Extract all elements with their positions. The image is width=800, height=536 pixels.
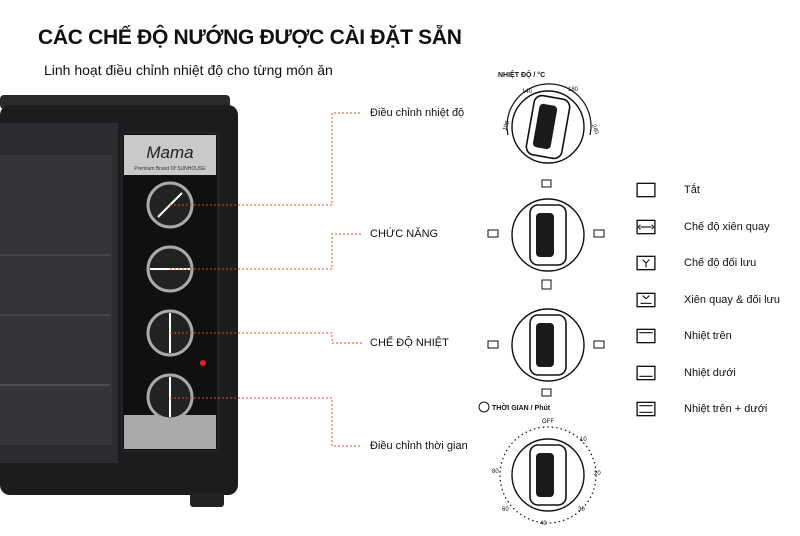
timer-dial: THỜI GIAN / Phút OFF 10 20 30 40 60 80 xyxy=(478,401,601,527)
callout-temperature: Điều chỉnh nhiệt độ xyxy=(370,107,465,119)
callout-line-timer xyxy=(170,397,362,447)
timer-tick-label: 30 xyxy=(578,507,585,513)
timer-tick-label: 40 xyxy=(540,521,547,527)
function-dial xyxy=(487,198,605,290)
off-mode-icon xyxy=(636,182,656,198)
legend-label: Xiên quay & đối lưu xyxy=(684,293,781,306)
timer-tick-label: 60 xyxy=(502,507,509,513)
legend-item: Chế độ xiên quay xyxy=(636,209,796,246)
rotisserie-icon xyxy=(636,219,656,235)
oven-window xyxy=(0,155,112,445)
legend-item: Nhiệt trên xyxy=(636,318,796,355)
temperature-tick-label: 140 xyxy=(522,89,533,95)
convection-fan-icon xyxy=(636,255,656,271)
callout-timer: Điều chỉnh thời gian xyxy=(370,440,468,452)
heat-mode-dial xyxy=(487,308,605,397)
legend-item: Tắt xyxy=(636,172,796,209)
legend-item: Xiên quay & đối lưu xyxy=(636,282,796,319)
timer-dial-label: THỜI GIAN / Phút xyxy=(492,403,551,412)
callout-line-heat xyxy=(170,332,362,344)
top-bottom-heat-icon xyxy=(636,401,656,417)
steel-strip xyxy=(124,415,216,449)
brand-logo: Mama xyxy=(146,143,193,162)
temperature-scale-arc xyxy=(506,83,592,136)
oven-foot xyxy=(190,493,224,507)
off-mode-icon xyxy=(541,179,552,188)
timer-tick-label: 10 xyxy=(580,437,587,443)
temperature-dial: NHIỆT ĐỘ / °C 100 140 180 240 xyxy=(498,70,599,164)
top-heat-icon xyxy=(636,328,656,344)
bottom-heat-icon xyxy=(636,365,656,381)
brand-plate xyxy=(124,135,216,175)
callout-heat-mode: CHẾ ĐỘ NHIỆT xyxy=(370,337,449,349)
brand-tagline: Premium Brand Of SUNHOUSE xyxy=(134,166,206,172)
page-subtitle: Linh hoạt điều chỉnh nhiệt độ cho từng m… xyxy=(44,62,333,78)
rotisserie-icon xyxy=(593,229,605,238)
legend-label: Nhiệt trên xyxy=(684,330,732,343)
legend-label: Nhiệt trên + dưới xyxy=(684,403,768,416)
rotisserie-convection-icon xyxy=(541,279,552,290)
callout-function: CHỨC NĂNG xyxy=(370,228,439,240)
legend-label: Nhiệt dưới xyxy=(684,366,736,379)
legend-item: Chế độ đối lưu xyxy=(636,245,796,282)
callout-line-function xyxy=(170,233,362,270)
rotisserie-convection-icon xyxy=(636,292,656,308)
temperature-dial-label: NHIỆT ĐỘ / °C xyxy=(498,70,545,79)
convection-fan-icon xyxy=(487,229,499,238)
legend-label: Chế độ đối lưu xyxy=(684,257,757,270)
legend-item: Nhiệt dưới xyxy=(636,355,796,392)
clock-icon xyxy=(478,401,490,413)
callout-line-temperature xyxy=(170,112,362,206)
panel-knob-timer xyxy=(146,373,194,421)
top-bottom-heat-icon xyxy=(541,388,552,397)
page-title: CÁC CHẾ ĐỘ NƯỚNG ĐƯỢC CÀI ĐẶT SẴN xyxy=(38,26,462,49)
power-indicator-light xyxy=(200,360,206,366)
legend-item: Nhiệt trên + dưới xyxy=(636,391,796,428)
dial-diagrams: NHIỆT ĐỘ / °C 100 140 180 240 THỜI GIAN … xyxy=(478,70,605,527)
temperature-tick-label: 100 xyxy=(502,120,511,132)
timer-tick-label: 20 xyxy=(594,471,601,477)
timer-tick-label: OFF xyxy=(542,419,554,425)
legend-label: Chế độ xiên quay xyxy=(684,220,770,233)
temperature-tick-label: 180 xyxy=(568,87,579,93)
top-heat-icon xyxy=(487,340,499,349)
legend-label: Tắt xyxy=(684,184,700,197)
bottom-heat-icon xyxy=(593,340,605,349)
timer-tick-label: 80 xyxy=(492,469,499,475)
timer-scale-ring xyxy=(499,426,597,524)
temperature-tick-label: 240 xyxy=(590,124,599,136)
